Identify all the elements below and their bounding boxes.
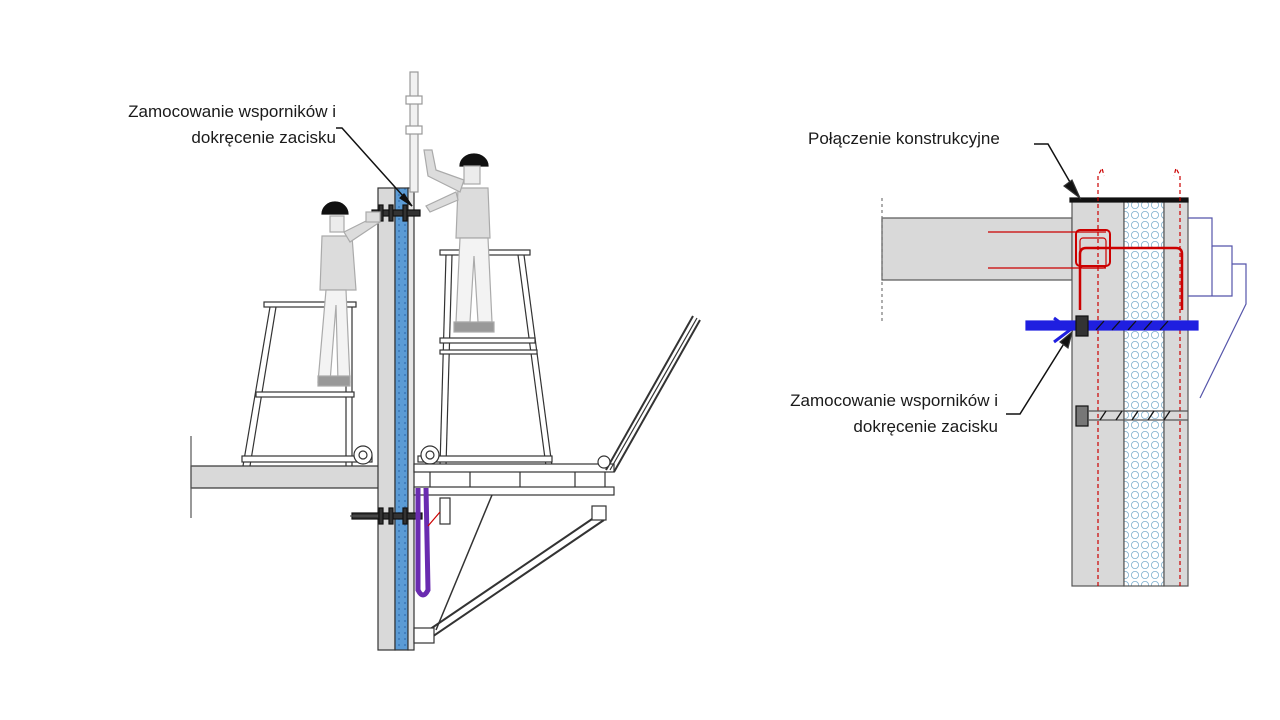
floor-slab: [190, 465, 380, 489]
right-top-callout-text: Połączenie konstrukcyjne: [808, 129, 1000, 148]
lifting-strap: [415, 487, 431, 598]
left-section-drawing: [190, 71, 701, 651]
left-callout-line2: dokręcenie zacisku: [191, 128, 336, 147]
right-top-callout-label: Połączenie konstrukcyjne: [808, 126, 1000, 152]
rebar-dashed-right: [1173, 166, 1181, 586]
connection-loop-main: [1078, 246, 1184, 310]
external-bracket: [413, 315, 701, 644]
wall-panel-outer: [407, 187, 415, 651]
right-bottom-callout-line2: dokręcenie zacisku: [853, 417, 998, 436]
right-bottom-callout-label: Zamocowanie wsporników i dokręcenie zaci…: [736, 388, 998, 440]
detail-clamp-bar: [1025, 320, 1199, 331]
worker-left: [317, 201, 381, 387]
rebar-dashed-left: [1097, 166, 1105, 586]
right-bottom-callout-line1: Zamocowanie wsporników i: [790, 391, 998, 410]
wall-panel-insulation: [394, 187, 409, 651]
detail-wall-insulation: [1123, 199, 1165, 587]
detail-floor-slab: [881, 217, 1073, 281]
lifting-frame: [405, 71, 423, 193]
left-work-platform: [241, 301, 373, 467]
left-callout-line1: Zamocowanie wsporników i: [128, 102, 336, 121]
right-top-callout-leader: [1034, 143, 1079, 197]
detail-wall-outer: [1163, 199, 1189, 587]
left-callout-leader: [336, 127, 413, 207]
worker-right: [423, 149, 495, 333]
right-bottom-callout-leader: [1006, 333, 1071, 415]
right-section-drawing: [881, 143, 1247, 587]
left-callout-label: Zamocowanie wsporników i dokręcenie zaci…: [70, 99, 336, 151]
wall-panel-concrete: [377, 187, 396, 651]
